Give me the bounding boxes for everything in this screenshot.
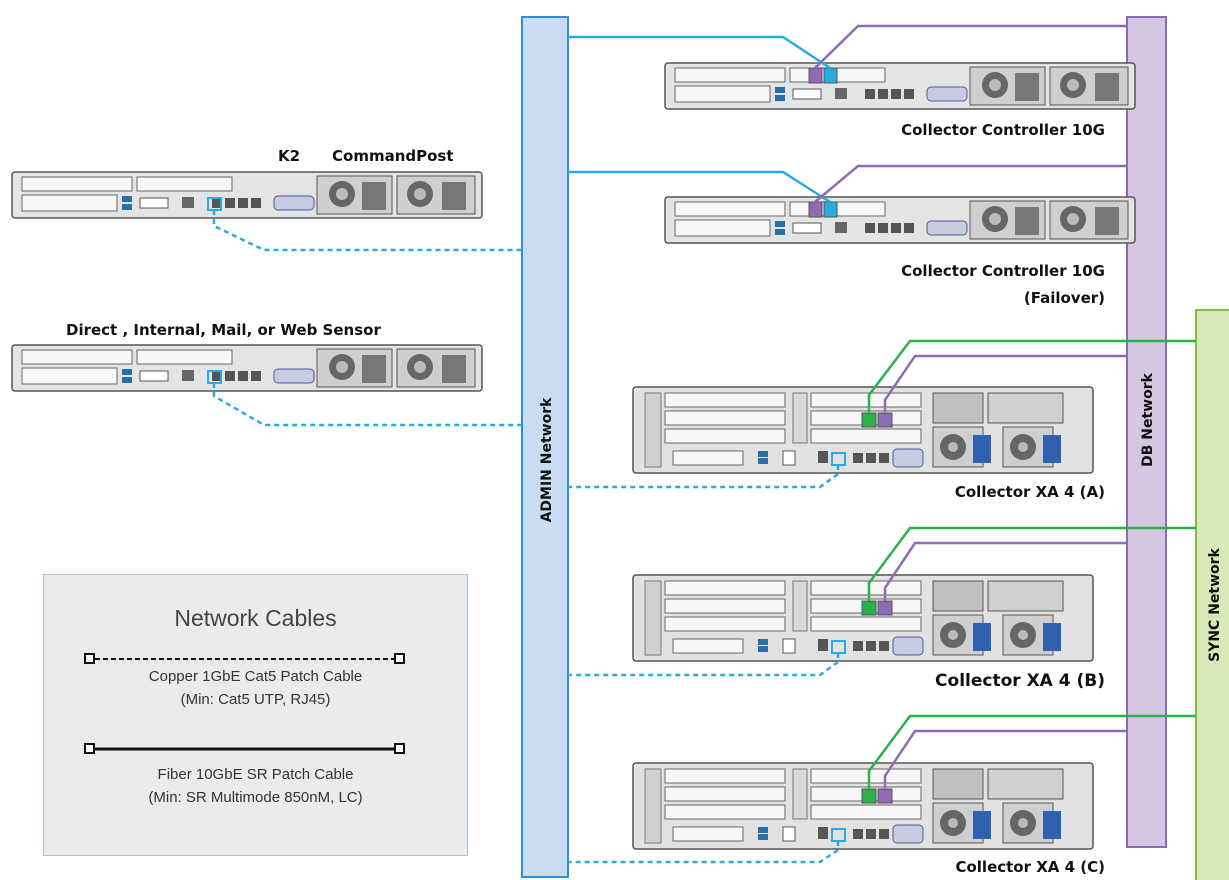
xa-a-db-cable bbox=[883, 354, 1127, 413]
cc2-db-port bbox=[808, 201, 823, 218]
collector-controller-failover-server bbox=[664, 196, 1136, 244]
cc1-db-cable bbox=[814, 24, 1127, 69]
collector-xa-a-server bbox=[632, 386, 1094, 474]
legend-title: Network Cables bbox=[174, 605, 337, 631]
cc2-sublabel: (Failover) bbox=[1024, 289, 1105, 307]
sensor-label: Direct , Internal, Mail, or Web Sensor bbox=[66, 321, 381, 339]
xa-b-db-port bbox=[877, 600, 893, 616]
cc1-db-port bbox=[808, 67, 823, 84]
xa-b-sync-port bbox=[861, 600, 877, 616]
xa-a-db-port bbox=[877, 412, 893, 428]
collector-xa-b-server bbox=[632, 574, 1094, 662]
fiber-cable-sample bbox=[84, 743, 405, 754]
fiber-cable-label: Fiber 10GbE SR Patch Cable bbox=[157, 766, 354, 783]
xa-a-sync-cable bbox=[867, 339, 1196, 413]
collector-xa-c-server bbox=[632, 762, 1094, 850]
admin-network-label: ADMIN Network bbox=[539, 397, 555, 523]
cc1-label: Collector Controller 10G bbox=[901, 121, 1105, 139]
sensor-admin-cable bbox=[212, 383, 522, 427]
collector-controller-server bbox=[664, 62, 1136, 110]
xa-c-sync-port bbox=[861, 788, 877, 804]
cc1-admin-port bbox=[823, 67, 838, 84]
network-cables-legend: Network Cables Copper 1GbE Cat5 Patch Ca… bbox=[43, 574, 468, 856]
copper-cable-spec: (Min: Cat5 UTP, RJ45) bbox=[180, 691, 331, 708]
cc2-admin-cable bbox=[568, 170, 831, 204]
copper-cable-label: Copper 1GbE Cat5 Patch Cable bbox=[148, 668, 363, 685]
db-network-bar bbox=[1126, 16, 1167, 848]
xa-a-admin-cable bbox=[568, 465, 840, 489]
admin-network-bar bbox=[521, 16, 569, 878]
xa-c-db-port bbox=[877, 788, 893, 804]
sensor-server bbox=[11, 344, 483, 392]
xa-b-db-cable bbox=[883, 541, 1127, 601]
xa-c-label: Collector XA 4 (C) bbox=[955, 858, 1105, 876]
cc1-admin-cable bbox=[568, 35, 831, 70]
cc2-db-cable bbox=[814, 164, 1127, 203]
xa-a-label: Collector XA 4 (A) bbox=[955, 483, 1105, 501]
sync-network-label: SYNC Network bbox=[1207, 547, 1223, 661]
fiber-cable-spec: (Min: SR Multimode 850nM, LC) bbox=[148, 789, 363, 806]
xa-b-admin-cable bbox=[568, 653, 840, 677]
commandpost-label: CommandPost bbox=[332, 147, 454, 165]
xa-b-sync-cable bbox=[867, 526, 1196, 601]
xa-c-db-cable bbox=[883, 729, 1127, 789]
copper-cable-sample bbox=[84, 653, 405, 664]
xa-c-admin-cable bbox=[568, 841, 840, 864]
commandpost-server bbox=[11, 171, 483, 219]
xa-c-sync-cable bbox=[867, 714, 1196, 789]
xa-a-sync-port bbox=[861, 412, 877, 428]
commandpost-admin-cable bbox=[212, 210, 522, 252]
sync-network-bar bbox=[1195, 309, 1229, 880]
db-network-label: DB Network bbox=[1140, 372, 1156, 467]
cc2-label: Collector Controller 10G bbox=[901, 262, 1105, 280]
xa-b-label: Collector XA 4 (B) bbox=[935, 671, 1105, 691]
cc2-admin-port bbox=[823, 201, 838, 218]
k2-label: K2 bbox=[278, 147, 300, 165]
